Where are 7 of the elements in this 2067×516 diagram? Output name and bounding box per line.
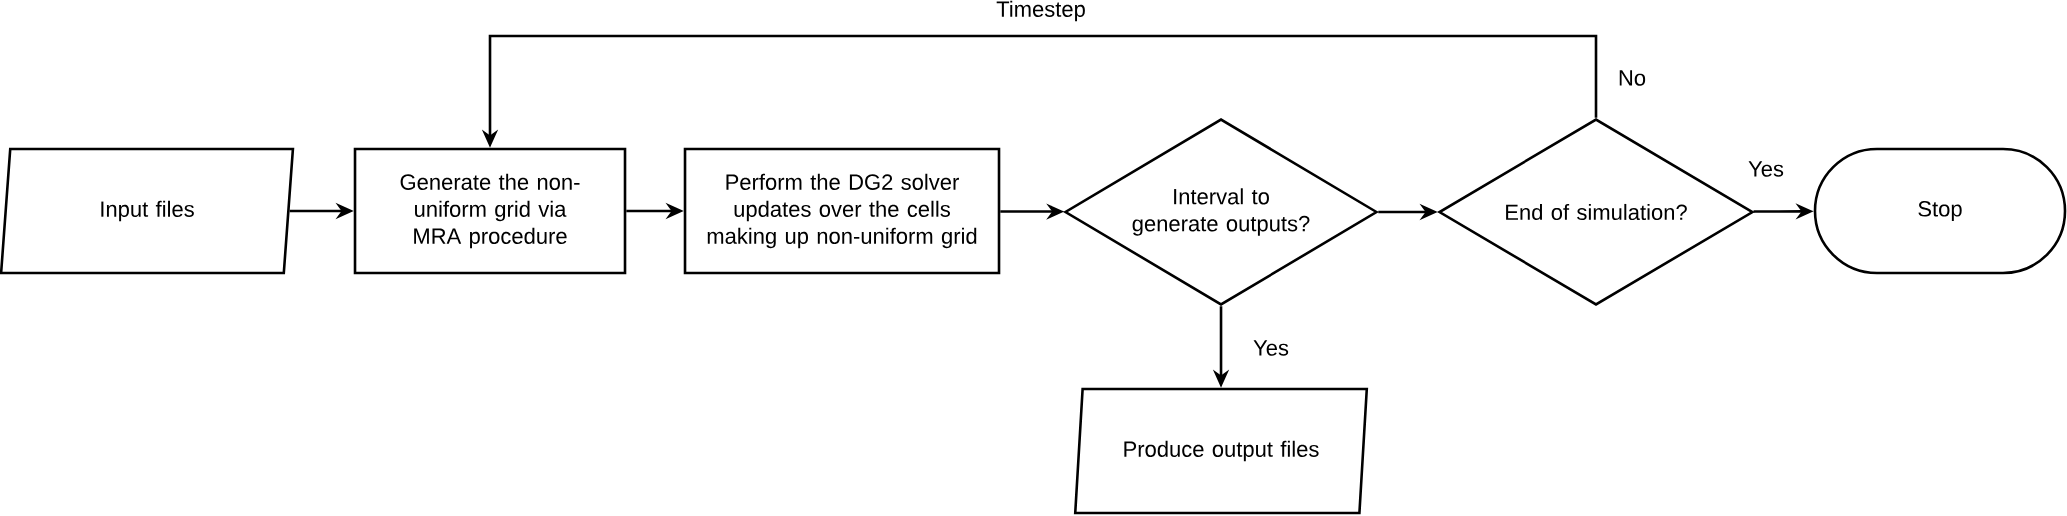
data-parallelogram: Input files: [0, 147, 295, 275]
process-box: Perform the DG2 solver updates over the cells making up non-uniform grid: [683, 147, 1001, 275]
process-box: Generate the non-uniform grid via MRA procedure: [353, 147, 627, 275]
data-parallelogram: Produce output files: [1073, 387, 1369, 515]
edge-label: No: [1615, 68, 1649, 88]
loop-label: Timestep: [996, 0, 1085, 22]
edge-label: Yes: [1251, 338, 1291, 358]
